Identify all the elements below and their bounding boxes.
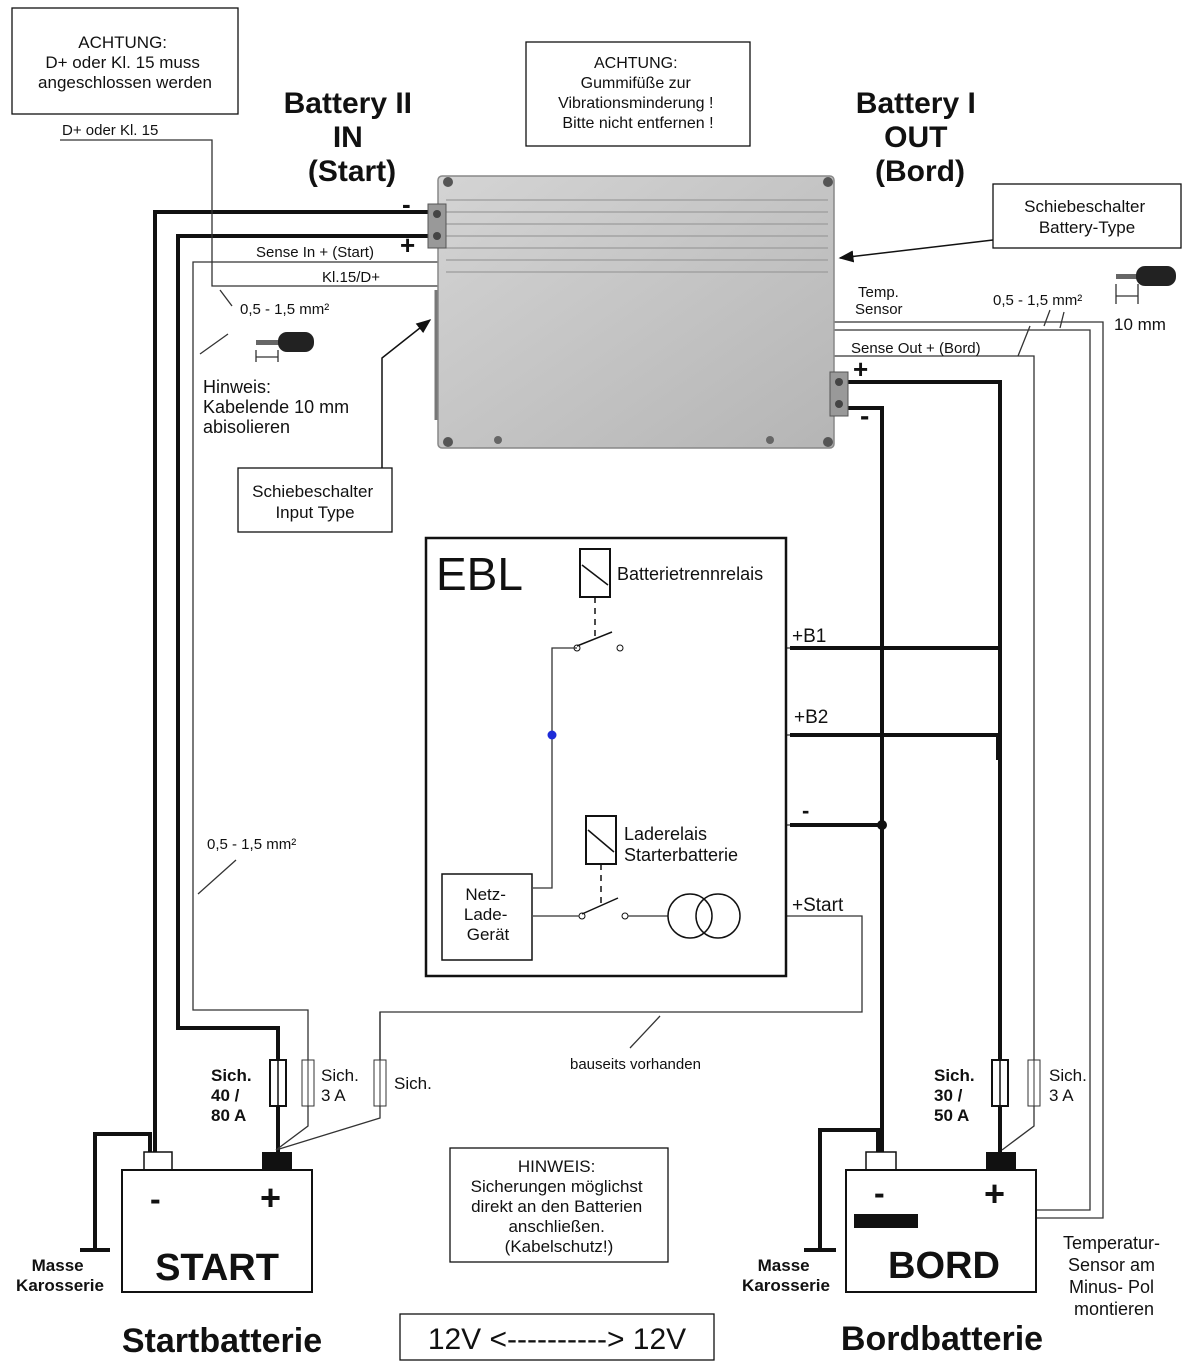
start-battery-minus: -	[150, 1181, 161, 1217]
minus-label: -	[802, 798, 809, 823]
wire-start-plus	[176, 234, 432, 1152]
b2-label: +B2	[794, 707, 828, 728]
fuse-start-small-label: Sich. 3 A	[321, 1066, 364, 1105]
relay1-label: Batterietrennrelais	[617, 564, 763, 584]
ground-bord	[818, 1128, 880, 1248]
bord-battery-plus: +	[984, 1173, 1005, 1214]
schiebe-battery-box	[992, 183, 1182, 249]
charger-box	[441, 873, 533, 961]
bord-battery-minus: -	[874, 1175, 885, 1211]
hinweis-sicherung-box	[449, 1147, 669, 1263]
wire-start-minus	[153, 210, 432, 1152]
ebl-title: EBL	[436, 548, 523, 600]
device-minus-sign: -	[402, 189, 411, 219]
cable-end-right-icon	[1115, 266, 1176, 304]
device-plus-out-sign: +	[853, 354, 868, 384]
fuse-bord-small-label: Sich. 3 A	[1049, 1066, 1092, 1105]
bordbatterie-title: Bordbatterie	[841, 1320, 1043, 1358]
wire-sense-out	[832, 355, 1035, 1060]
achtung-gummi-text: ACHTUNG: Gummifüße zur Vibrationsminderu…	[558, 55, 718, 132]
schiebe-input-text: Schiebeschalter Input Type	[252, 482, 378, 522]
b1-label: +B1	[792, 626, 826, 647]
hinweis-sicherung-text: HINWEIS: Sicherungen möglichst direkt an…	[471, 1157, 648, 1256]
sense-out-label: Sense Out + (Bord)	[851, 340, 981, 357]
bauseits-label: bauseits vorhanden	[570, 1056, 701, 1073]
relay2-label: Laderelais Starterbatterie	[624, 824, 738, 865]
cable-size-left: 0,5 - 1,5 mm²	[240, 301, 329, 318]
fuse-start-main-label: Sich. 40 / 80 A	[211, 1066, 256, 1125]
sense-in-label: Sense In + (Start)	[256, 244, 374, 261]
wire-sense-in	[192, 261, 440, 1060]
device-plus-sign: +	[400, 230, 415, 260]
wire-start-ebl	[275, 915, 863, 1151]
transformer-icon	[667, 893, 713, 939]
kl15-label: Kl.15/D+	[322, 269, 380, 286]
schiebe-input-box	[237, 467, 393, 533]
battery-out-heading: Battery I OUT (Bord)	[856, 87, 984, 188]
bord-battery	[845, 1151, 1037, 1293]
cable-end-left-icon	[255, 332, 314, 362]
masse-start-label: Masse Karosserie	[16, 1256, 104, 1295]
start-label: +Start	[792, 895, 844, 916]
fuses	[269, 1059, 1041, 1151]
fuse-start-sich-label: Sich.	[394, 1074, 432, 1093]
ground-start	[93, 1132, 152, 1248]
junction-dot	[547, 730, 557, 740]
device-minus-out-sign: -	[860, 400, 869, 431]
wire-bord-plus	[842, 380, 1002, 1152]
voltage-label: 12V <----------> 12V	[428, 1323, 686, 1356]
bord-battery-label: BORD	[888, 1245, 1000, 1287]
achtung-dplus-box	[11, 7, 239, 115]
startbatterie-title: Startbatterie	[122, 1322, 322, 1360]
ten-mm-label: 10 mm	[1114, 315, 1166, 334]
start-battery-plus: +	[260, 1177, 281, 1218]
wire-bord-minus	[842, 406, 884, 1152]
cable-size-right: 0,5 - 1,5 mm²	[993, 292, 1082, 309]
voltage-box	[399, 1313, 715, 1361]
start-battery-label: START	[155, 1247, 279, 1289]
cable-size-left-lower: 0,5 - 1,5 mm²	[207, 836, 296, 853]
hinweis-kabel-text: Hinweis: Kabelende 10 mm abisolieren	[203, 377, 354, 437]
temp-sensor-bar	[854, 1214, 918, 1228]
achtung-gummi-box	[525, 41, 751, 147]
achtung-dplus-text: ACHTUNG: D+ oder Kl. 15 muss angeschloss…	[38, 33, 212, 92]
charger-label: Netz- Lade- Gerät	[464, 885, 512, 944]
fuse-bord-main-label: Sich. 30 / 50 A	[934, 1066, 979, 1125]
battery-in-heading: Battery II IN (Start)	[284, 87, 421, 188]
wire-dplus	[60, 139, 440, 287]
ebl-block: EBL Batterietrennrelais Laderelais Start…	[424, 536, 788, 978]
temp-sensor-label: Temp. Sensor	[855, 284, 903, 318]
dplus-label: D+ oder Kl. 15	[62, 122, 158, 139]
temp-sensor-note: Temperatur- Sensor am Minus- Pol montier…	[1063, 1233, 1165, 1319]
dc-dc-charger-device	[427, 175, 849, 449]
schiebe-battery-text: Schiebeschalter Battery-Type	[1024, 197, 1150, 237]
masse-bord-label: Masse Karosserie	[742, 1256, 830, 1295]
start-battery	[121, 1151, 313, 1293]
